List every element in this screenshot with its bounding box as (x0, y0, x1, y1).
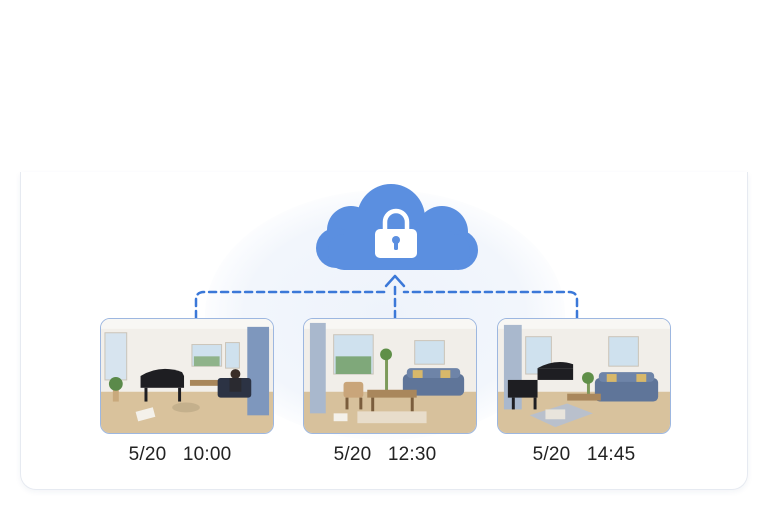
connector-line-right (402, 290, 579, 320)
snapshot-thumbnail-1[interactable] (100, 318, 274, 434)
padlock-icon (375, 208, 417, 258)
snapshot-thumbnail-2[interactable] (303, 318, 477, 434)
snapshot-timestamp-1: 5/20 10:00 (128, 444, 232, 465)
lock-cloud-icon (316, 184, 478, 270)
snapshot-timestamp-2: 5/20 12:30 (333, 444, 437, 465)
snapshot-thumbnail-3[interactable] (497, 318, 671, 434)
upload-arrow-icon (384, 274, 406, 288)
connector-line-left (194, 290, 388, 320)
snapshot-timestamp-3: 5/20 14:45 (532, 444, 636, 465)
